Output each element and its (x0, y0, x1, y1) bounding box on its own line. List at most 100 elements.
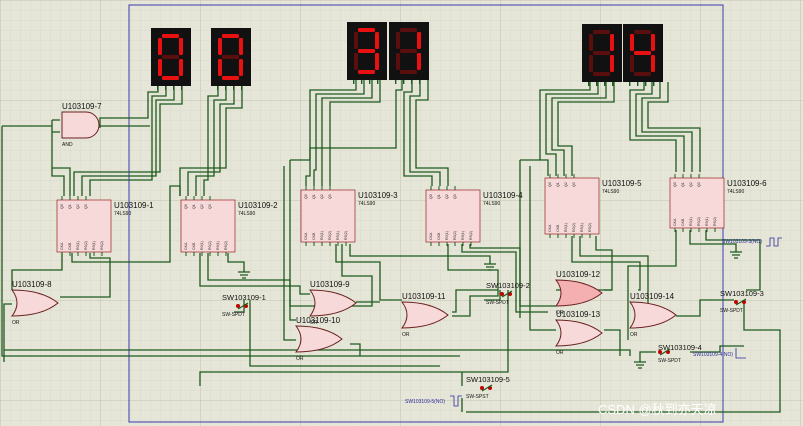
pin-label: CKB (556, 224, 560, 232)
gate-type: OR (556, 350, 564, 356)
pin-label: R9(1) (705, 217, 709, 226)
pin-label: R0(1) (320, 231, 324, 240)
clock-generator-3[interactable]: SW103109-3(NO) (722, 237, 782, 247)
switch-ref: SW103109-5 (466, 375, 510, 384)
segment-e (396, 53, 400, 70)
clock-generator-5[interactable]: SW103109-5(NO) (405, 395, 462, 407)
pin-label: Q0 (548, 182, 552, 187)
segment-g (358, 49, 375, 53)
pin-label: Q0 (60, 204, 64, 209)
chip-type: 74LS90 (727, 189, 744, 195)
segment-c (239, 59, 243, 76)
segment-d (593, 72, 610, 76)
display-pin (217, 86, 219, 90)
switch-type: SW-SPDT (658, 358, 681, 364)
segment-g (593, 51, 610, 55)
display-pin (225, 86, 227, 90)
display-pin (377, 80, 379, 84)
switch-3[interactable]: SW103109-3SW-SPDT (720, 289, 764, 314)
display-pin (604, 82, 606, 86)
segment-g (634, 51, 651, 55)
pin-label: R9(1) (461, 231, 465, 240)
or-gate-body (554, 319, 603, 347)
chip-ref: U103109-6 (727, 179, 767, 188)
pin-label: R0(1) (445, 231, 449, 240)
chip-body (544, 177, 600, 235)
pin-label: CKB (312, 232, 316, 240)
segment-a (400, 28, 417, 32)
gate-u103109-8[interactable]: U103109-8OR (10, 280, 59, 326)
switch-2[interactable]: SW103109-2SW-SPDT (486, 281, 530, 306)
switch-lever (501, 290, 513, 298)
logic-gates: U103109-7ANDU103109-8ORU103109-9ORU10310… (10, 102, 677, 362)
display-pin (612, 82, 614, 86)
switch-type: SW-SPDT (720, 308, 743, 314)
pin-label: Q3 (453, 194, 457, 199)
pin-label: Q1 (437, 194, 441, 199)
pin-label: CKA (429, 232, 433, 240)
pin-label: Q3 (208, 204, 212, 209)
chip-type: 74LS90 (114, 211, 131, 217)
segment-c (610, 55, 614, 72)
display-pin (157, 86, 159, 90)
segment-a (634, 30, 651, 34)
switch-4[interactable]: SW103109-4SW-SPDT (658, 343, 702, 364)
pin-label: R0(2) (572, 223, 576, 232)
seven-segment-display-6 (623, 24, 663, 86)
segment-c (179, 59, 183, 76)
chip-type: 74LS90 (358, 201, 375, 207)
display-pin (653, 82, 655, 86)
pin-label: R9(2) (469, 231, 473, 240)
or-gate-body (628, 301, 677, 329)
segment-d (634, 72, 651, 76)
or-gate-body (294, 325, 343, 353)
segment-d (358, 70, 375, 74)
segment-b (651, 34, 655, 51)
display-pin (165, 86, 167, 90)
pin-label: Q0 (304, 194, 308, 199)
segment-e (630, 55, 634, 72)
pin-label: CKB (192, 242, 196, 250)
segment-a (162, 34, 179, 38)
pin-label: R9(2) (588, 223, 592, 232)
display-pin (353, 80, 355, 84)
switch-1[interactable]: SW103109-1SW-SPDT (222, 293, 266, 318)
chip-body (300, 189, 356, 243)
chip-type: 74LS90 (238, 211, 255, 217)
segment-g (162, 55, 179, 59)
segment-b (610, 34, 614, 51)
segment-c (651, 55, 655, 72)
clock-3-label: SW103109-3(NO) (722, 239, 762, 245)
clock-generator-4[interactable]: SW103109-4(NO) (693, 348, 746, 359)
pin-label: Q3 (328, 194, 332, 199)
pin-label: Q2 (320, 194, 324, 199)
switch-ref: SW103109-1 (222, 293, 266, 302)
gate-ref: U103109-7 (62, 102, 102, 111)
pin-label: Q2 (564, 182, 568, 187)
pin-label: CKA (304, 232, 308, 240)
display-pin (173, 86, 175, 90)
pin-label: Q2 (689, 182, 693, 187)
or-gate-body (10, 289, 59, 317)
segment-f (354, 32, 358, 49)
segment-a (222, 34, 239, 38)
segment-f (589, 34, 593, 51)
segment-d (222, 76, 239, 80)
switch-5[interactable]: SW103109-5SW-SPST (466, 375, 510, 400)
display-pin (403, 80, 405, 84)
gate-type: OR (310, 320, 318, 326)
gate-u103109-9[interactable]: U103109-9OR (308, 280, 357, 326)
pin-label: R0(2) (84, 241, 88, 250)
